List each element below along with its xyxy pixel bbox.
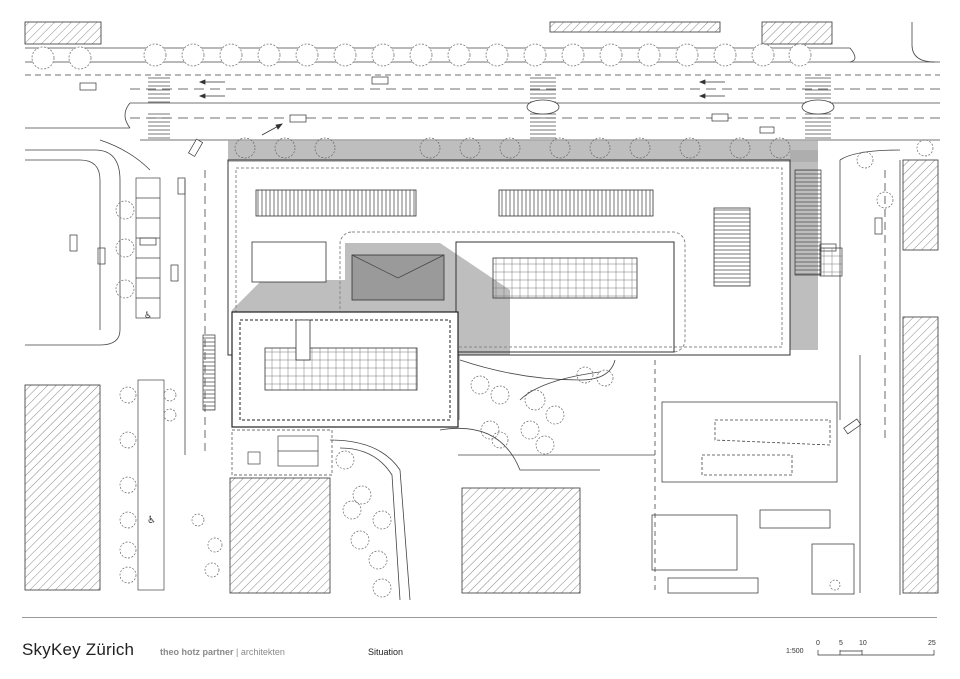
traffic-island-mid [526, 99, 560, 115]
annex [231, 429, 333, 476]
footer-divider [22, 617, 937, 618]
stair-core [713, 207, 751, 287]
cars [69, 76, 883, 435]
accessible-parking-icon-2: ♿ [147, 515, 156, 526]
building-top-mid [549, 21, 721, 33]
scale-tick-5: 5 [839, 640, 843, 647]
scale-line [817, 650, 935, 656]
building-right-bottom [902, 316, 939, 594]
crosswalk-left-2 [148, 112, 170, 140]
firm-credit: theo hotz partner | architekten [160, 647, 285, 657]
firm-separator: | [236, 647, 239, 657]
accessible-parking-icon: ♿ [144, 311, 152, 321]
skylight-left [255, 189, 417, 217]
building-bottom-left [229, 477, 331, 594]
tower [231, 311, 459, 428]
road-arrows [198, 79, 725, 136]
right-trees [829, 139, 934, 591]
crosswalk-left [148, 75, 170, 103]
left-trees [115, 200, 177, 584]
scale-tick-10: 10 [859, 640, 867, 647]
building-right-top [902, 159, 939, 251]
landscape-paths [329, 359, 655, 600]
building-top-left [24, 21, 102, 45]
scale-bar: 0 5 10 25 [816, 640, 936, 656]
scale-ratio: 1:500 [786, 648, 804, 655]
bike-racks [202, 334, 216, 411]
firm-discipline: architekten [240, 647, 285, 657]
volume-a [251, 241, 327, 283]
building-bottom-mid [461, 487, 581, 594]
shadow-band-top [228, 140, 818, 162]
volume-b-roof [351, 254, 445, 279]
grid-roof [492, 257, 638, 299]
project-title: SkyKey Zürich [22, 640, 135, 659]
street-trees [31, 43, 812, 70]
right-ramp [819, 247, 843, 277]
building-top-right [761, 21, 833, 45]
courtyard-trees [191, 366, 614, 598]
main-building [227, 159, 791, 356]
right-parking [794, 169, 822, 276]
site-plan: ♿ ♿ [24, 21, 940, 600]
parking-left [135, 177, 165, 591]
traffic-island-right [801, 99, 835, 115]
skylight-right [498, 189, 654, 217]
drawing-name: Situation [368, 647, 404, 657]
scale-tick-0: 0 [816, 640, 820, 647]
scale-tick-25: 25 [928, 640, 936, 647]
trees-band [234, 137, 791, 159]
building-left-bottom [24, 384, 101, 591]
firm-name: theo hotz partner [160, 647, 234, 657]
right-structures [651, 149, 901, 595]
